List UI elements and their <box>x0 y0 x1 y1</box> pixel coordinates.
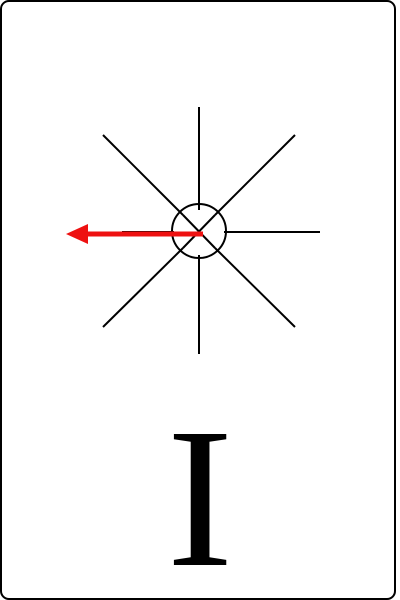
ray-up-left <box>102 134 184 216</box>
ray-down-right <box>214 247 296 328</box>
center-circle-icon <box>171 203 227 259</box>
star-rays <box>102 107 320 354</box>
ray-up-right <box>214 134 296 216</box>
left-arrow-icon <box>66 224 203 244</box>
card-letter: I <box>166 388 234 600</box>
ray-down-left <box>102 247 184 328</box>
